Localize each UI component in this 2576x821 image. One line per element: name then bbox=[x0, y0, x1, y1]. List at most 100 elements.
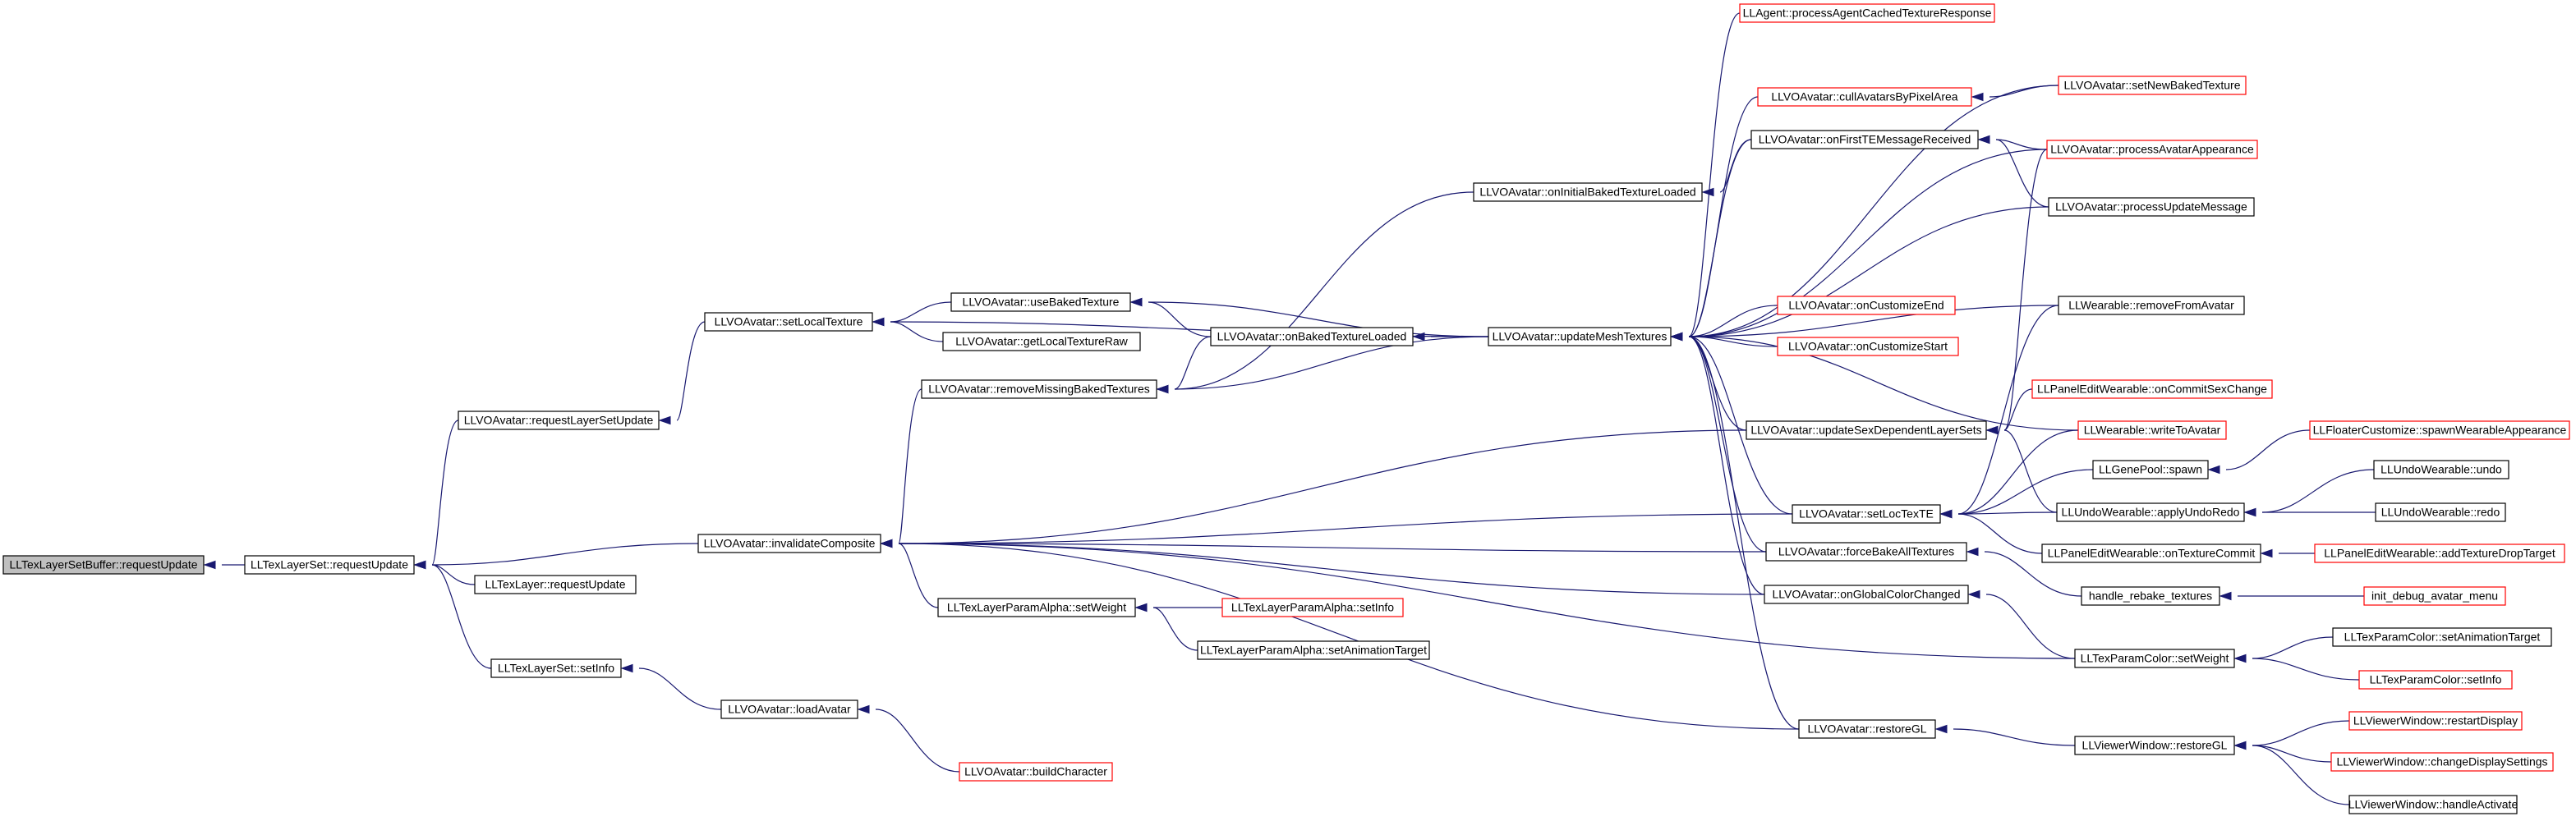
node-box[interactable] bbox=[2058, 76, 2247, 95]
graph-node-n15[interactable]: LLTexLayerParamAlpha::setWeight bbox=[937, 598, 1136, 617]
graph-node-n14[interactable]: LLVOAvatar::updateMeshTextures bbox=[1488, 327, 1672, 346]
node-box[interactable] bbox=[2348, 795, 2518, 814]
node-box[interactable] bbox=[244, 555, 415, 575]
graph-node-n2[interactable]: LLVOAvatar::requestLayerSetUpdate bbox=[458, 410, 660, 430]
graph-node-n3[interactable]: LLTexLayer::requestUpdate bbox=[474, 575, 637, 594]
node-box[interactable] bbox=[2373, 460, 2509, 479]
node-box[interactable] bbox=[942, 332, 1141, 351]
node-box[interactable] bbox=[490, 658, 622, 678]
graph-node-n18[interactable]: LLAgent::processAgentCachedTextureRespon… bbox=[1739, 3, 1995, 23]
graph-node-n23[interactable]: LLVOAvatar::updateSexDependentLayerSets bbox=[1746, 420, 1987, 440]
graph-node-n41[interactable]: LLUndoWearable::undo bbox=[2373, 460, 2509, 479]
node-box[interactable] bbox=[2074, 736, 2235, 755]
node-box[interactable] bbox=[959, 762, 1113, 782]
node-box[interactable] bbox=[2031, 379, 2273, 399]
graph-node-n45[interactable]: LLTexParamColor::setAnimationTarget bbox=[2332, 627, 2552, 647]
node-box[interactable] bbox=[1798, 719, 1936, 739]
graph-node-n26[interactable]: LLVOAvatar::onGlobalColorChanged bbox=[1764, 585, 1969, 604]
node-box[interactable] bbox=[937, 598, 1136, 617]
node-box[interactable] bbox=[458, 410, 660, 430]
graph-node-n43[interactable]: LLPanelEditWearable::addTextureDropTarge… bbox=[2314, 544, 2565, 563]
node-box[interactable] bbox=[1746, 420, 1987, 440]
graph-node-n9[interactable]: LLVOAvatar::useBakedTexture bbox=[950, 292, 1131, 312]
node-box[interactable] bbox=[2081, 586, 2220, 606]
node-box[interactable] bbox=[1757, 87, 1972, 107]
graph-node-n34[interactable]: LLGenePool::spawn bbox=[2092, 460, 2209, 479]
node-box[interactable] bbox=[1750, 130, 1979, 149]
node-box[interactable] bbox=[1739, 3, 1995, 23]
graph-node-n16[interactable]: LLTexLayerParamAlpha::setInfo bbox=[1221, 598, 1404, 617]
graph-node-n48[interactable]: LLViewerWindow::changeDisplaySettings bbox=[2330, 752, 2554, 772]
node-box[interactable] bbox=[1764, 585, 1969, 604]
node-box[interactable] bbox=[2363, 586, 2506, 606]
graph-node-n39[interactable]: LLViewerWindow::restoreGL bbox=[2074, 736, 2235, 755]
node-box[interactable] bbox=[921, 379, 1157, 399]
node-box[interactable] bbox=[2056, 502, 2245, 522]
graph-node-n28[interactable]: LLVOAvatar::setNewBakedTexture bbox=[2058, 76, 2247, 95]
graph-node-n11[interactable]: LLVOAvatar::removeMissingBakedTextures bbox=[921, 379, 1157, 399]
node-box[interactable] bbox=[697, 534, 881, 553]
graph-node-n17[interactable]: LLTexLayerParamAlpha::setAnimationTarget bbox=[1197, 640, 1430, 660]
graph-node-n24[interactable]: LLVOAvatar::setLocTexTE bbox=[1792, 504, 1941, 524]
graph-node-n33[interactable]: LLWearable::writeToAvatar bbox=[2077, 420, 2227, 440]
node-box[interactable] bbox=[1777, 337, 1959, 356]
graph-node-n37[interactable]: handle_rebake_textures bbox=[2081, 586, 2220, 606]
graph-node-n49[interactable]: LLViewerWindow::handleActivate bbox=[2348, 795, 2518, 814]
graph-node-n32[interactable]: LLPanelEditWearable::onCommitSexChange bbox=[2031, 379, 2273, 399]
graph-node-n40[interactable]: LLFloaterCustomize::spawnWearableAppeara… bbox=[2309, 420, 2570, 440]
node-box[interactable] bbox=[2048, 197, 2255, 217]
node-box[interactable] bbox=[2092, 460, 2209, 479]
graph-node-n46[interactable]: LLTexParamColor::setInfo bbox=[2358, 670, 2513, 690]
graph-node-n5[interactable]: LLVOAvatar::setLocalTexture bbox=[704, 312, 873, 332]
node-box[interactable] bbox=[1197, 640, 1430, 660]
node-box[interactable] bbox=[1777, 296, 1956, 315]
graph-node-n31[interactable]: LLWearable::removeFromAvatar bbox=[2058, 296, 2245, 315]
graph-node-n6[interactable]: LLVOAvatar::invalidateComposite bbox=[697, 534, 881, 553]
graph-node-n8[interactable]: LLVOAvatar::buildCharacter bbox=[959, 762, 1113, 782]
graph-node-n47[interactable]: LLViewerWindow::restartDisplay bbox=[2348, 711, 2523, 731]
node-box[interactable] bbox=[720, 699, 858, 719]
node-box[interactable] bbox=[1473, 182, 1703, 202]
node-box[interactable] bbox=[2332, 627, 2552, 647]
graph-node-n36[interactable]: LLPanelEditWearable::onTextureCommit bbox=[2041, 544, 2261, 563]
node-box[interactable] bbox=[2309, 420, 2570, 440]
graph-node-n1[interactable]: LLTexLayerSet::requestUpdate bbox=[244, 555, 415, 575]
graph-node-n30[interactable]: LLVOAvatar::processUpdateMessage bbox=[2048, 197, 2255, 217]
node-box[interactable] bbox=[1210, 327, 1414, 346]
node-box[interactable] bbox=[2058, 296, 2245, 315]
graph-node-n19[interactable]: LLVOAvatar::cullAvatarsByPixelArea bbox=[1757, 87, 1972, 107]
graph-node-n42[interactable]: LLUndoWearable::redo bbox=[2375, 502, 2506, 522]
node-box[interactable] bbox=[2314, 544, 2565, 563]
node-box[interactable] bbox=[474, 575, 637, 594]
graph-node-n22[interactable]: LLVOAvatar::onCustomizeStart bbox=[1777, 337, 1959, 356]
graph-node-n13[interactable]: LLVOAvatar::onInitialBakedTextureLoaded bbox=[1473, 182, 1703, 202]
graph-node-n27[interactable]: LLVOAvatar::restoreGL bbox=[1798, 719, 1936, 739]
node-box[interactable] bbox=[2348, 711, 2523, 731]
graph-node-n21[interactable]: LLVOAvatar::onCustomizeEnd bbox=[1777, 296, 1956, 315]
node-box[interactable] bbox=[2330, 752, 2554, 772]
graph-node-n38[interactable]: LLTexParamColor::setWeight bbox=[2074, 649, 2235, 668]
node-box[interactable] bbox=[2074, 649, 2235, 668]
graph-node-n29[interactable]: LLVOAvatar::processAvatarAppearance bbox=[2046, 140, 2258, 159]
graph-node-n44[interactable]: init_debug_avatar_menu bbox=[2363, 586, 2506, 606]
graph-node-n25[interactable]: LLVOAvatar::forceBakeAllTextures bbox=[1765, 542, 1967, 562]
graph-node-root[interactable]: LLTexLayerSetBuffer::requestUpdate bbox=[2, 555, 205, 575]
node-box[interactable] bbox=[1221, 598, 1404, 617]
node-box[interactable] bbox=[704, 312, 873, 332]
graph-node-n35[interactable]: LLUndoWearable::applyUndoRedo bbox=[2056, 502, 2245, 522]
node-box[interactable] bbox=[1765, 542, 1967, 562]
graph-node-n4[interactable]: LLTexLayerSet::setInfo bbox=[490, 658, 622, 678]
node-box[interactable] bbox=[2358, 670, 2513, 690]
node-box[interactable] bbox=[2, 555, 205, 575]
node-box[interactable] bbox=[2077, 420, 2227, 440]
graph-node-n10[interactable]: LLVOAvatar::getLocalTextureRaw bbox=[942, 332, 1141, 351]
node-box[interactable] bbox=[1792, 504, 1941, 524]
graph-node-n12[interactable]: LLVOAvatar::onBakedTextureLoaded bbox=[1210, 327, 1414, 346]
graph-node-n20[interactable]: LLVOAvatar::onFirstTEMessageReceived bbox=[1750, 130, 1979, 149]
node-box[interactable] bbox=[950, 292, 1131, 312]
node-box[interactable] bbox=[2046, 140, 2258, 159]
node-box[interactable] bbox=[1488, 327, 1672, 346]
graph-node-n7[interactable]: LLVOAvatar::loadAvatar bbox=[720, 699, 858, 719]
node-box[interactable] bbox=[2041, 544, 2261, 563]
node-box[interactable] bbox=[2375, 502, 2506, 522]
